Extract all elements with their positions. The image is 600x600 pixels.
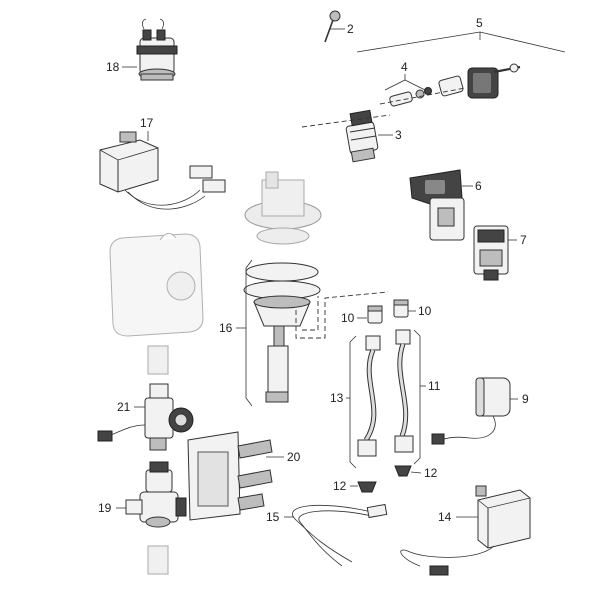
power-adapter-drawing [400,485,531,576]
pin-drawing [324,10,341,43]
mounting-plate-drawing [187,431,273,521]
leader-lines [116,28,566,518]
cartridge-drawing [345,109,379,163]
part-label-10b: 10 [418,304,432,318]
part-label-4: 4 [401,60,408,74]
power-box-drawing [99,131,226,210]
part-label-19: 19 [98,501,112,515]
part-label-12b: 12 [424,466,438,480]
stop-valve-drawing [125,461,187,575]
seal-right-drawing [394,465,412,477]
cover-drawing [109,233,204,337]
seal-left-drawing [357,481,377,493]
part-label-13: 13 [330,391,344,405]
cable-drawing [292,503,388,567]
funnel-drawing [244,171,322,245]
part-label-14: 14 [438,510,452,524]
adapter-left-drawing [367,305,383,324]
part-label-3: 3 [395,128,402,142]
part-label-12a: 12 [333,479,347,493]
part-label-7: 7 [520,233,527,247]
part-label-17: 17 [140,116,154,130]
battery-drawing [431,377,511,445]
part-label-6: 6 [475,179,482,193]
electronics-holder-drawing [409,169,465,241]
part-labels: 2 5 4 3 6 7 18 17 16 10 10 13 11 9 21 20… [98,16,529,524]
control-module-drawing [473,225,509,281]
part-label-15: 15 [266,510,280,524]
flush-tube-drawing [243,262,321,403]
hose-right-drawing [394,329,414,453]
part-label-11: 11 [428,379,441,393]
part-label-2: 2 [347,22,354,36]
part-label-9: 9 [522,392,529,406]
part-label-20: 20 [287,450,301,464]
connector-set-drawing [389,63,521,107]
part-label-21: 21 [117,400,131,414]
part-label-18: 18 [106,60,120,74]
valve-body-drawing [97,345,194,451]
part-label-16: 16 [219,321,233,335]
adapter-right-drawing [393,299,409,318]
solenoid-valve-drawing [136,18,178,81]
part-label-5: 5 [476,16,483,30]
hose-left-drawing [357,335,381,457]
part-label-10a: 10 [341,311,355,325]
